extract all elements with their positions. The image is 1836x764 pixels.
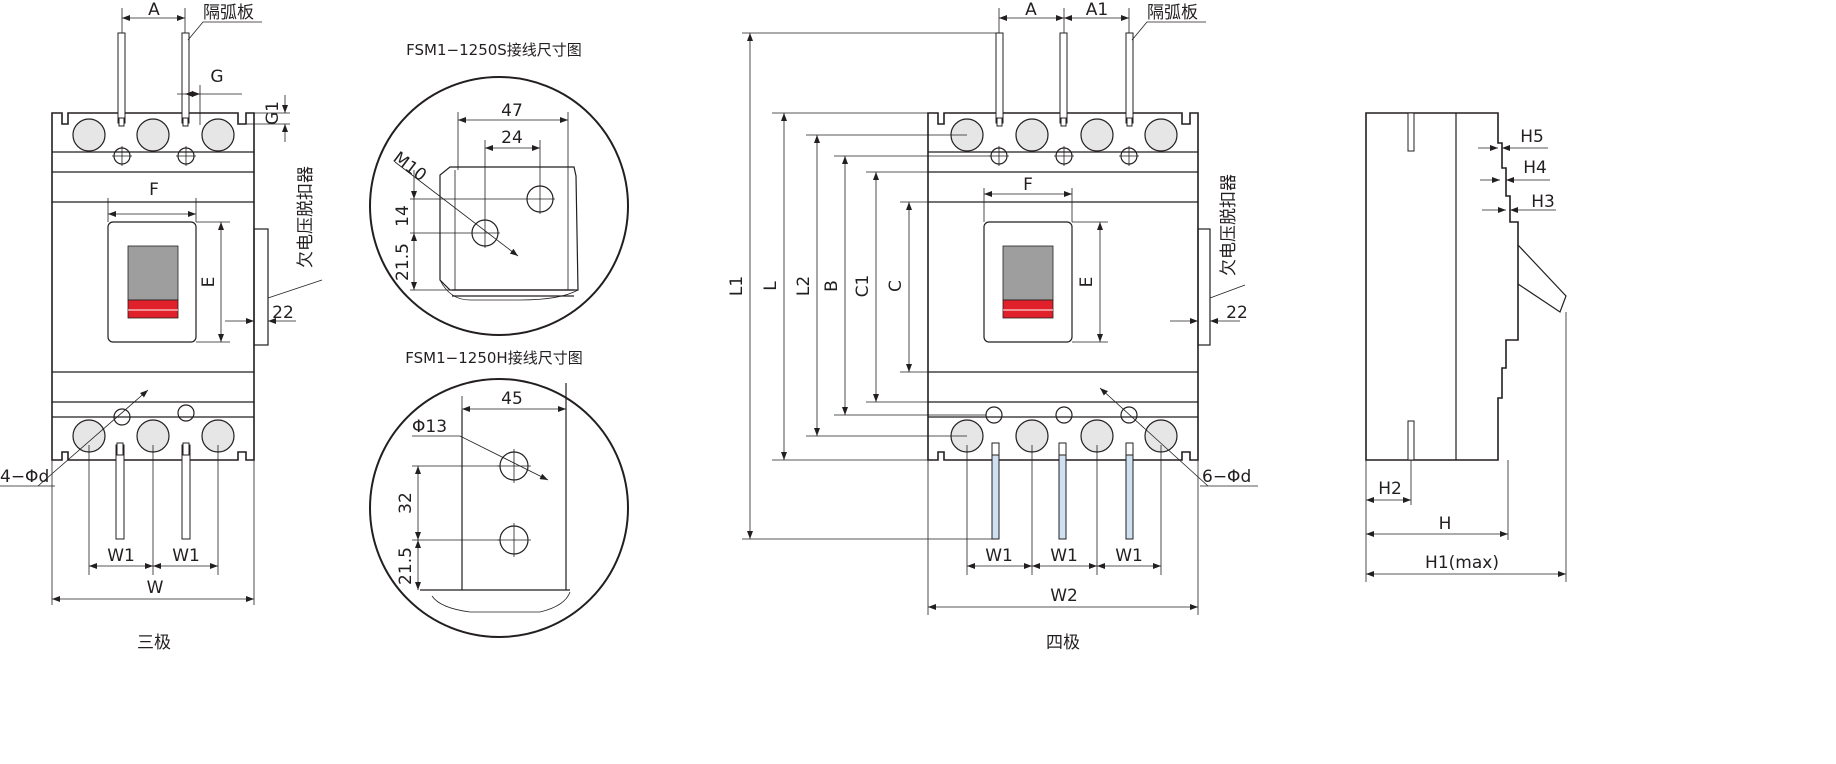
- label-b: B: [822, 280, 842, 292]
- label-w1-3p-b: W1: [172, 546, 200, 566]
- label-c: C: [886, 280, 906, 292]
- label-holes-3p: 4−Φd: [0, 467, 49, 487]
- label-h3: H3: [1531, 192, 1555, 212]
- label-arc-plate-3p: 隔弧板: [203, 3, 254, 23]
- label-22-3p: 22: [272, 303, 294, 323]
- label-l1: L1: [727, 276, 747, 296]
- label-w: W: [147, 578, 164, 598]
- detail-1250h: FSM1−1250H接线尺寸图 45 Φ13 32 21.5: [369, 349, 629, 638]
- label-arc-plate-4p: 隔弧板: [1147, 3, 1198, 23]
- label-h: H: [1439, 514, 1452, 534]
- detail-1250s: FSM1−1250S接线尺寸图 47 24 M10 14 21.5: [369, 41, 629, 336]
- terminal-top-2: [136, 118, 170, 152]
- side-view: H5 H4 H3 H2 H H1(max): [1365, 112, 1567, 582]
- label-undervoltage-4p: 欠电压脱扣器: [1219, 174, 1239, 276]
- label-three-pole: 三极: [137, 633, 171, 653]
- breaker-dimension-drawing: A 隔弧板 G G1 F E 欠电压脱扣器 22 4−Φd: [0, 0, 1567, 653]
- terminal-top-1: [72, 118, 106, 152]
- label-h5: H5: [1520, 127, 1544, 147]
- label-32: 32: [396, 492, 416, 514]
- label-f-3p: F: [149, 180, 159, 200]
- three-pole-front-view: A 隔弧板 G G1 F E 欠电压脱扣器 22 4−Φd: [0, 0, 323, 653]
- label-w1-4p-c: W1: [1115, 546, 1143, 566]
- label-undervoltage-3p: 欠电压脱扣器: [296, 166, 316, 268]
- label-a-4p: A: [1025, 0, 1037, 20]
- label-a1: A1: [1086, 0, 1108, 20]
- label-21-5-h: 21.5: [396, 547, 416, 585]
- label-47: 47: [501, 101, 523, 121]
- label-w2: W2: [1050, 586, 1078, 606]
- label-45: 45: [501, 389, 523, 409]
- label-l2: L2: [794, 276, 814, 296]
- label-w1-4p-b: W1: [1050, 546, 1078, 566]
- handle-gray: [127, 245, 179, 301]
- label-w1-3p-a: W1: [107, 546, 135, 566]
- label-a-3p: A: [148, 0, 160, 20]
- label-f-4p: F: [1023, 175, 1033, 195]
- side-body: [1365, 112, 1519, 461]
- handle-red: [127, 299, 179, 319]
- label-g1: G1: [263, 101, 283, 125]
- label-21-5-s: 21.5: [393, 243, 413, 281]
- terminal-top-3: [201, 118, 235, 152]
- label-14: 14: [393, 205, 413, 227]
- label-g: G: [210, 67, 223, 87]
- label-h4: H4: [1523, 158, 1547, 178]
- label-e-3p: E: [199, 277, 219, 288]
- four-pole-body: [927, 112, 1199, 461]
- title-1250h: FSM1−1250H接线尺寸图: [405, 349, 582, 367]
- label-l: L: [761, 281, 781, 291]
- label-phi13: Φ13: [412, 417, 447, 437]
- three-pole-handle-window: [107, 221, 197, 343]
- label-22-4p: 22: [1226, 303, 1248, 323]
- title-1250s: FSM1−1250S接线尺寸图: [406, 41, 582, 59]
- label-e-4p: E: [1077, 277, 1097, 288]
- label-h2: H2: [1378, 479, 1402, 499]
- label-w1-4p-a: W1: [985, 546, 1013, 566]
- four-pole-front-view: A A1 隔弧板 F E 欠电压脱扣器 22 6−Φd W1 W1 W1 W2: [727, 0, 1258, 653]
- label-holes-4p: 6−Φd: [1202, 467, 1251, 487]
- label-m10: M10: [389, 148, 430, 186]
- label-h1-max: H1(max): [1425, 553, 1499, 573]
- label-four-pole: 四极: [1046, 633, 1080, 653]
- label-c1: C1: [853, 275, 873, 298]
- label-24: 24: [501, 128, 523, 148]
